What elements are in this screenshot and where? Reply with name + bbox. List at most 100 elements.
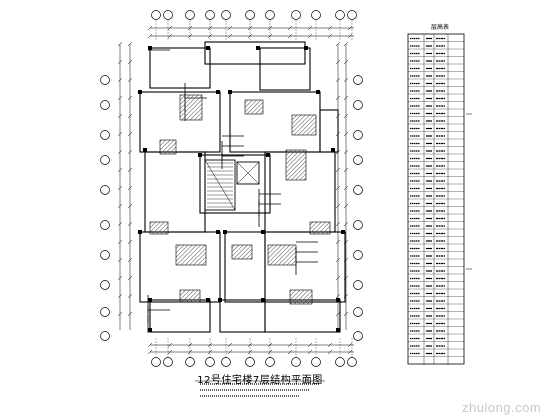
- dimension-tick: [287, 349, 293, 355]
- dimension-tick: [127, 293, 133, 299]
- hatched-slab: [149, 221, 169, 235]
- grid-bubble-top: [347, 10, 357, 20]
- stair-core: [204, 159, 236, 211]
- dimension-tick: [335, 311, 341, 317]
- dimension-tick: [117, 77, 123, 83]
- dimension-tick: [335, 185, 341, 191]
- structural-column: [148, 46, 152, 50]
- grid-axis-bubbles-top: [151, 10, 357, 40]
- dimension-tick: [267, 25, 273, 31]
- structural-column: [206, 46, 210, 50]
- dimension-tick: [147, 342, 153, 348]
- hatched-slab: [285, 149, 307, 181]
- dimension-tick: [343, 41, 349, 47]
- dimension-tick: [117, 41, 123, 47]
- dimension-tick: [167, 349, 173, 355]
- hatched-slab: [244, 99, 264, 115]
- dimension-tick: [117, 221, 123, 227]
- grid-bubble-right: [353, 331, 363, 341]
- dimension-tick: [343, 203, 349, 209]
- grid-bubble-left: [100, 185, 110, 195]
- dimension-tick: [127, 167, 133, 173]
- dimension-tick: [343, 167, 349, 173]
- structural-column: [223, 230, 227, 234]
- hatched-slab: [175, 244, 207, 266]
- hatched-slab-zones: [149, 94, 331, 305]
- dimension-tick: [167, 25, 173, 31]
- hatched-slab: [231, 244, 253, 260]
- grid-bubble-top: [311, 10, 321, 20]
- grid-bubble-bottom: [205, 357, 215, 367]
- dimension-tick: [207, 25, 213, 31]
- dimension-tick: [335, 239, 341, 245]
- grid-bubble-bottom: [311, 357, 321, 367]
- dimension-tick: [287, 25, 293, 31]
- dimension-tick: [167, 342, 173, 348]
- dimension-tick: [343, 149, 349, 155]
- structural-column: [304, 46, 308, 50]
- wall-outline: [224, 231, 266, 303]
- structural-column: [341, 230, 345, 234]
- dimension-tick: [343, 59, 349, 65]
- structural-column: [218, 298, 222, 302]
- hatched-slab: [267, 244, 297, 266]
- dimension-lines: [117, 25, 354, 355]
- grid-bubble-top: [335, 10, 345, 20]
- dimension-tick: [117, 167, 123, 173]
- dimension-tick: [127, 239, 133, 245]
- grid-bubble-right: [353, 280, 363, 290]
- grid-bubble-top: [151, 10, 161, 20]
- dimension-tick: [117, 59, 123, 65]
- structural-column: [331, 148, 335, 152]
- dimension-tick: [335, 221, 341, 227]
- dimension-tick: [347, 25, 353, 31]
- dimension-tick: [127, 311, 133, 317]
- dimension-tick: [127, 257, 133, 263]
- dimension-tick: [227, 342, 233, 348]
- dimension-tick: [327, 25, 333, 31]
- elevator-shaft: [236, 161, 260, 185]
- hatched-slab: [309, 221, 331, 235]
- dimension-tick: [117, 131, 123, 137]
- dimension-tick: [347, 342, 353, 348]
- dimension-tick: [247, 33, 253, 39]
- dimension-tick: [343, 131, 349, 137]
- dimension-tick: [187, 33, 193, 39]
- watermark-text: zhulong.com: [462, 400, 542, 415]
- dimension-tick: [327, 342, 333, 348]
- dimension-tick: [335, 293, 341, 299]
- dimension-tick: [307, 33, 313, 39]
- structural-column: [148, 298, 152, 302]
- wall-outline: [149, 47, 211, 89]
- dimension-tick: [127, 149, 133, 155]
- grid-bubble-bottom: [245, 357, 255, 367]
- dimension-tick: [167, 33, 173, 39]
- grid-axis-bubbles-right: [353, 75, 363, 341]
- structural-column: [336, 298, 340, 302]
- grid-bubble-left: [100, 130, 110, 140]
- grid-bubble-bottom: [265, 357, 275, 367]
- dimension-tick: [287, 342, 293, 348]
- dimension-tick: [117, 239, 123, 245]
- grid-bubble-right: [353, 130, 363, 140]
- dimension-tick: [127, 77, 133, 83]
- floor-height-schedule-table: [407, 33, 472, 365]
- grid-bubble-top: [265, 10, 275, 20]
- grid-bubble-left: [100, 100, 110, 110]
- grid-bubble-right: [353, 155, 363, 165]
- dimension-tick: [127, 185, 133, 191]
- dimension-tick: [127, 131, 133, 137]
- dimension-tick: [267, 33, 273, 39]
- dimension-tick: [207, 33, 213, 39]
- dimension-tick: [307, 349, 313, 355]
- dimension-tick: [247, 25, 253, 31]
- grid-bubble-left: [100, 75, 110, 85]
- wall-outline: [144, 151, 206, 233]
- dimension-tick: [117, 149, 123, 155]
- wall-outline: [199, 154, 271, 214]
- dimension-tick: [335, 167, 341, 173]
- dimension-tick: [117, 113, 123, 119]
- hatched-slab: [179, 289, 201, 303]
- wall-outline: [204, 41, 306, 65]
